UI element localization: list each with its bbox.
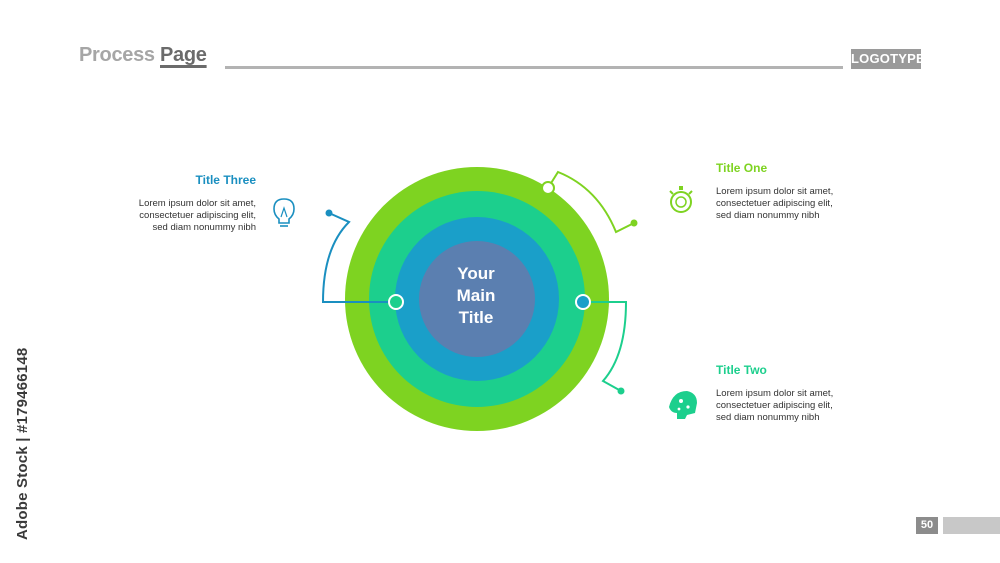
item-two-line2: consectetuer adipiscing elit, <box>716 400 833 411</box>
center-title-line2: Main <box>456 286 496 305</box>
page-number-bar <box>943 517 1000 534</box>
center-title-line3: Title <box>458 308 494 327</box>
connector-node-three <box>388 294 404 310</box>
item-one-line2: consectetuer adipiscing elit, <box>716 198 833 209</box>
item-three-line1: Lorem ipsum dolor sit amet, <box>138 198 256 209</box>
page-number: 50 <box>916 517 938 534</box>
connector-title-one <box>547 170 635 234</box>
lightbulb-icon <box>273 198 295 227</box>
center-title: Your Main Title <box>436 263 516 329</box>
header-divider <box>225 66 843 69</box>
item-three-line3: sed diam nonummy nibh <box>152 222 257 233</box>
item-one-text: Lorem ipsum dolor sit amet, consectetuer… <box>716 186 833 222</box>
item-two-text: Lorem ipsum dolor sit amet, consectetuer… <box>716 388 833 424</box>
item-one-line3: sed diam nonummy nibh <box>716 210 820 221</box>
item-one-line1: Lorem ipsum dolor sit amet, <box>716 186 834 197</box>
item-one-title: Title One <box>716 161 768 175</box>
logotype-badge: LOGOTYPE <box>851 49 925 69</box>
connector-dot-three <box>325 209 333 217</box>
item-three-line2: consectetuer adipiscing elit, <box>139 210 256 221</box>
puzzle-head-icon <box>669 391 697 419</box>
item-two-title: Title Two <box>716 363 767 377</box>
item-two-line1: Lorem ipsum dolor sit amet, <box>716 388 834 399</box>
connector-node-one <box>541 181 555 195</box>
item-three-text: Lorem ipsum dolor sit amet, consectetuer… <box>110 198 256 234</box>
stopwatch-icon <box>669 186 693 213</box>
item-three-title: Title Three <box>195 173 256 187</box>
page-title-part1: Process <box>79 44 155 66</box>
connector-dot-two <box>617 387 625 395</box>
connector-node-two <box>575 294 591 310</box>
page-title: Process Page <box>79 44 207 67</box>
page-title-part2: Page <box>160 44 207 66</box>
connector-title-two <box>583 301 628 392</box>
item-two-line3: sed diam nonummy nibh <box>716 412 820 423</box>
connector-dot-one <box>630 219 638 227</box>
core-circle <box>419 241 535 357</box>
connector-title-three <box>321 212 396 303</box>
center-title-line1: Your <box>457 264 495 283</box>
